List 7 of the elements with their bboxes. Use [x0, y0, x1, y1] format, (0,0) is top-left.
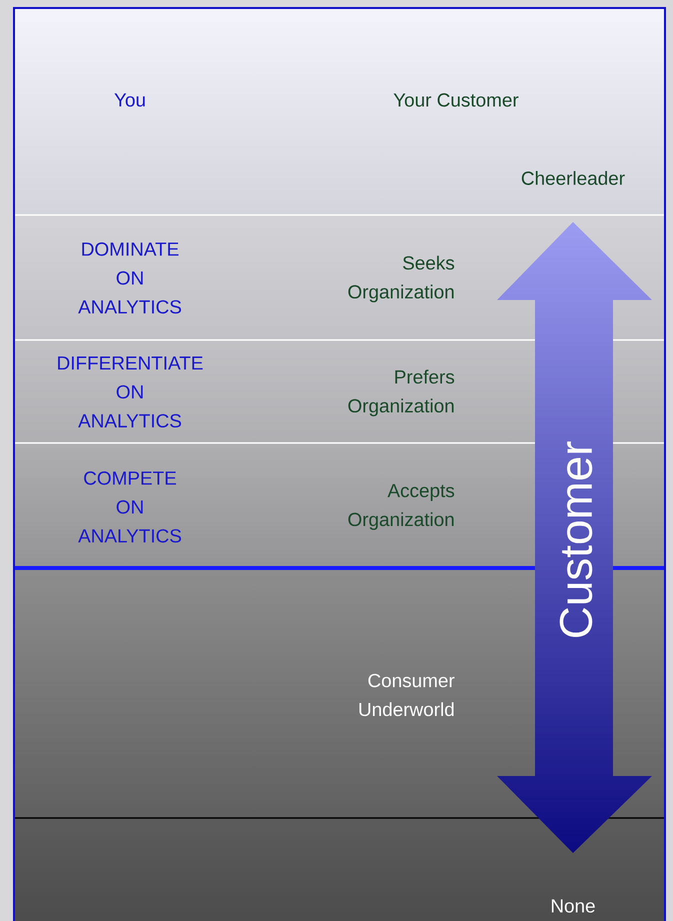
band-row: You Your Customer Cheerleader	[114, 93, 625, 185]
arrow-label: Customer	[560, 441, 592, 637]
band-row: DIFFERENTIATE ON ANALYTICS Prefers Organization	[58, 356, 454, 428]
band-row: DOMINATE ON ANALYTICS Seeks Organization	[78, 242, 454, 314]
band-row: COMPETE ON ANALYTICS Accepts Organization	[78, 471, 454, 543]
band-row: Consumer Underworld	[359, 674, 454, 716]
band-row: None	[552, 899, 595, 913]
